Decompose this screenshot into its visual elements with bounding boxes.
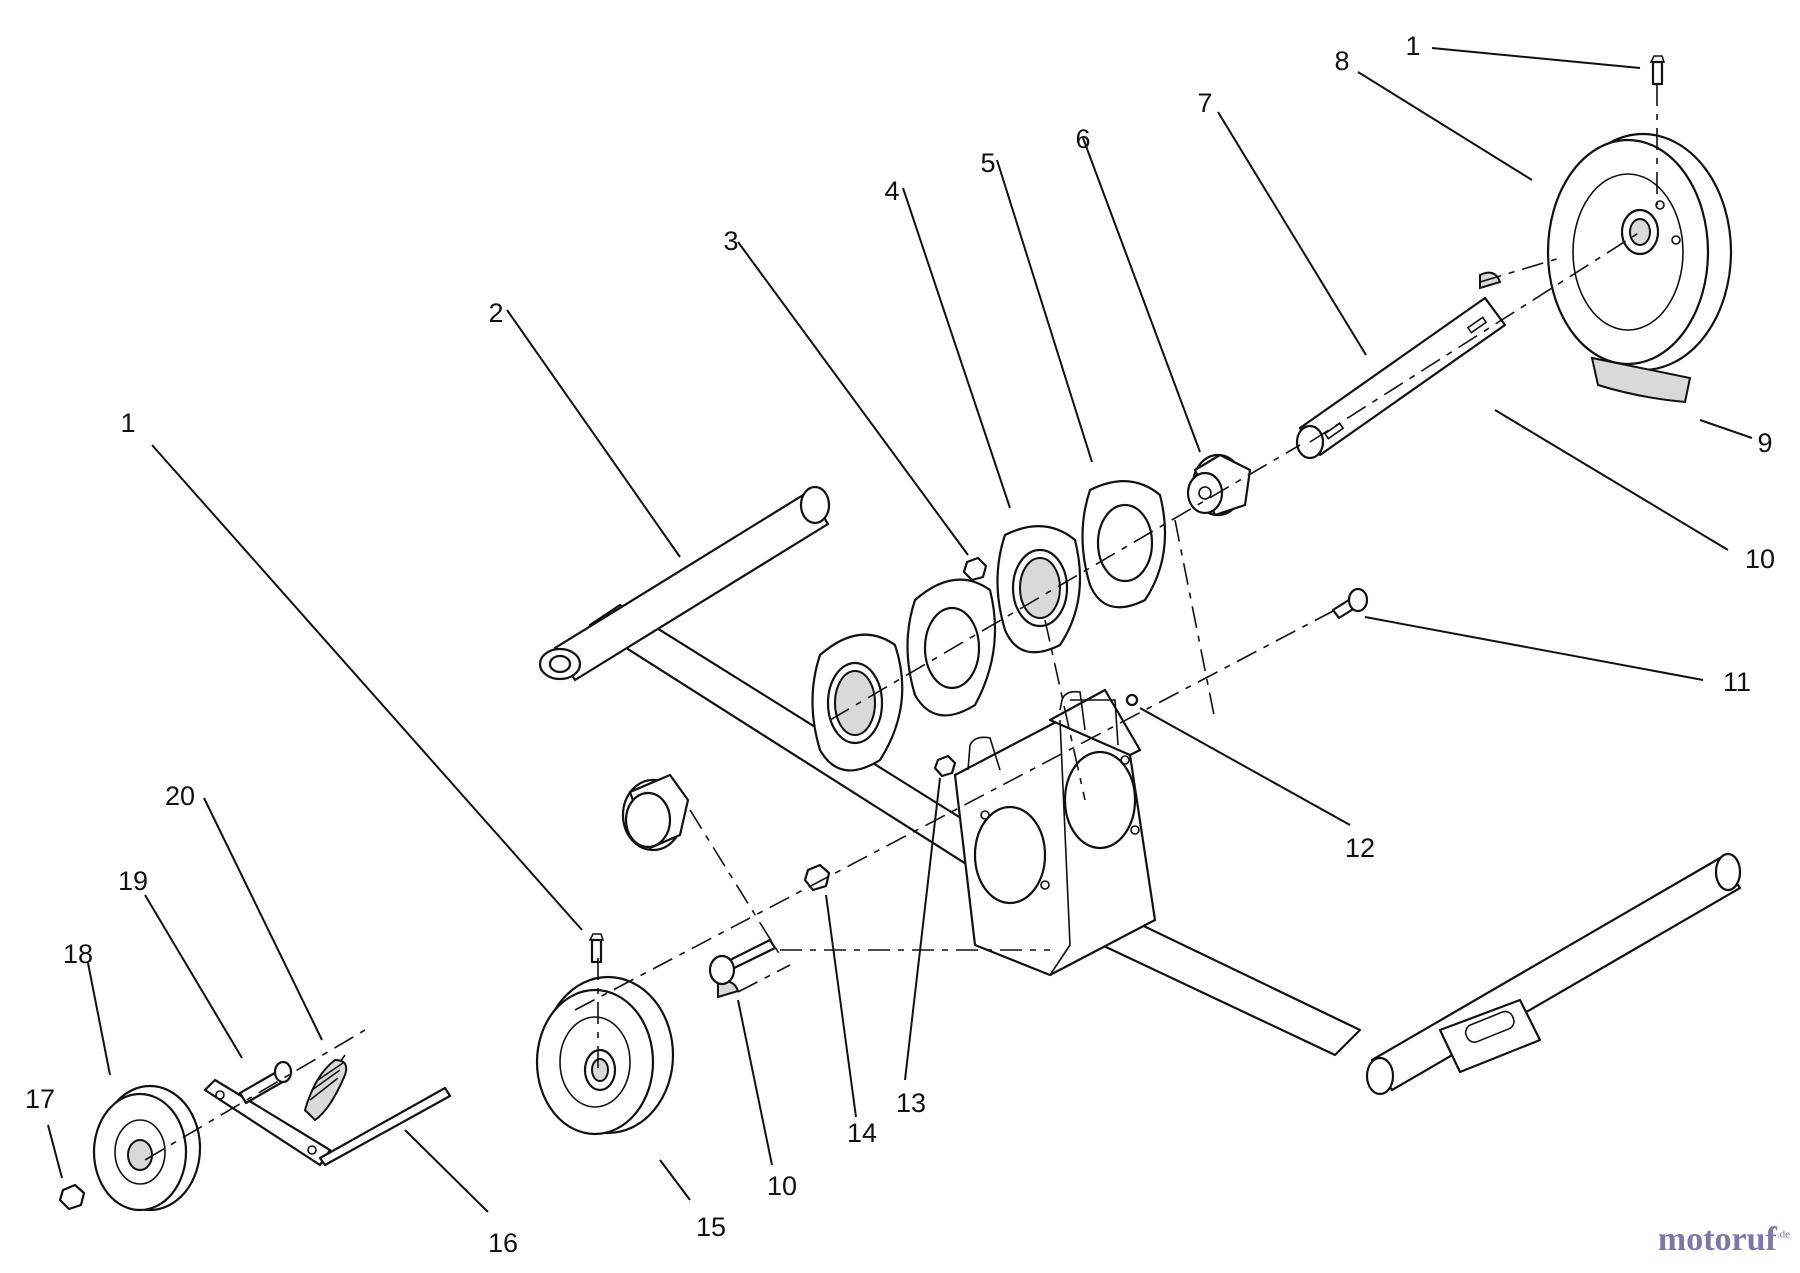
callout-1-left: 1 xyxy=(120,408,135,438)
nut-part-14 xyxy=(803,863,831,892)
leader-lines xyxy=(47,47,1753,1213)
idler-pulley-part-18 xyxy=(92,1084,202,1212)
flange-plate-4 xyxy=(996,525,1082,654)
nut-part-13 xyxy=(933,754,957,778)
flange-plate-3 xyxy=(906,578,997,717)
callout-7: 7 xyxy=(1197,88,1212,118)
callout-labels: 1 1 2 3 4 5 6 7 8 9 10 10 11 12 13 14 15… xyxy=(25,31,1775,1258)
woodruff-key-right xyxy=(1479,271,1502,290)
flange-plate-left xyxy=(811,633,904,772)
idler-arm-part-16 xyxy=(203,1078,452,1167)
set-screw-part-12 xyxy=(1125,693,1139,707)
main-frame xyxy=(588,603,1742,1096)
grease-fitting-right xyxy=(1649,55,1666,86)
callout-11: 11 xyxy=(1723,667,1751,697)
nut-part-17 xyxy=(58,1183,86,1211)
collar-part-6 xyxy=(1186,453,1252,517)
pulley-part-15 xyxy=(535,975,675,1136)
hex-nut xyxy=(962,556,988,582)
callout-17: 17 xyxy=(25,1084,55,1114)
key-part-9 xyxy=(1590,356,1692,404)
callout-2: 2 xyxy=(488,298,503,328)
callout-10-left: 10 xyxy=(767,1171,797,1201)
rod-part-2 xyxy=(538,485,831,682)
grease-fitting-left xyxy=(588,933,605,964)
callout-18: 18 xyxy=(63,939,93,969)
callout-14: 14 xyxy=(847,1118,877,1148)
callout-8: 8 xyxy=(1334,46,1349,76)
pulley-part-8 xyxy=(1546,132,1733,372)
callout-19: 19 xyxy=(118,866,148,896)
spring-part-20 xyxy=(303,1054,348,1122)
callout-5: 5 xyxy=(980,148,995,178)
callout-6: 6 xyxy=(1075,124,1090,154)
flange-plate-5 xyxy=(1081,480,1167,609)
callout-20: 20 xyxy=(165,781,195,811)
callout-10-right: 10 xyxy=(1745,544,1775,574)
callout-16: 16 xyxy=(488,1228,518,1258)
callout-1-top: 1 xyxy=(1405,31,1420,61)
callout-9: 9 xyxy=(1757,428,1772,458)
callout-4: 4 xyxy=(884,176,899,206)
collar-left xyxy=(621,773,690,852)
shaft-part-7 xyxy=(1295,296,1507,460)
callout-3: 3 xyxy=(723,226,738,256)
bearing-bracket xyxy=(953,688,1157,977)
bolt-part-19 xyxy=(238,1060,293,1105)
center-axis-lines xyxy=(144,84,1658,1161)
watermark-suffix: .de xyxy=(1776,1228,1790,1241)
callout-13: 13 xyxy=(896,1088,926,1118)
watermark-logo: motoruf.de xyxy=(1658,1221,1790,1259)
callout-12: 12 xyxy=(1345,833,1375,863)
callout-15: 15 xyxy=(696,1212,726,1242)
carriage-bolt xyxy=(708,938,777,986)
watermark-text: motoruf xyxy=(1657,1221,1777,1258)
bolt-part-11 xyxy=(1331,587,1369,620)
